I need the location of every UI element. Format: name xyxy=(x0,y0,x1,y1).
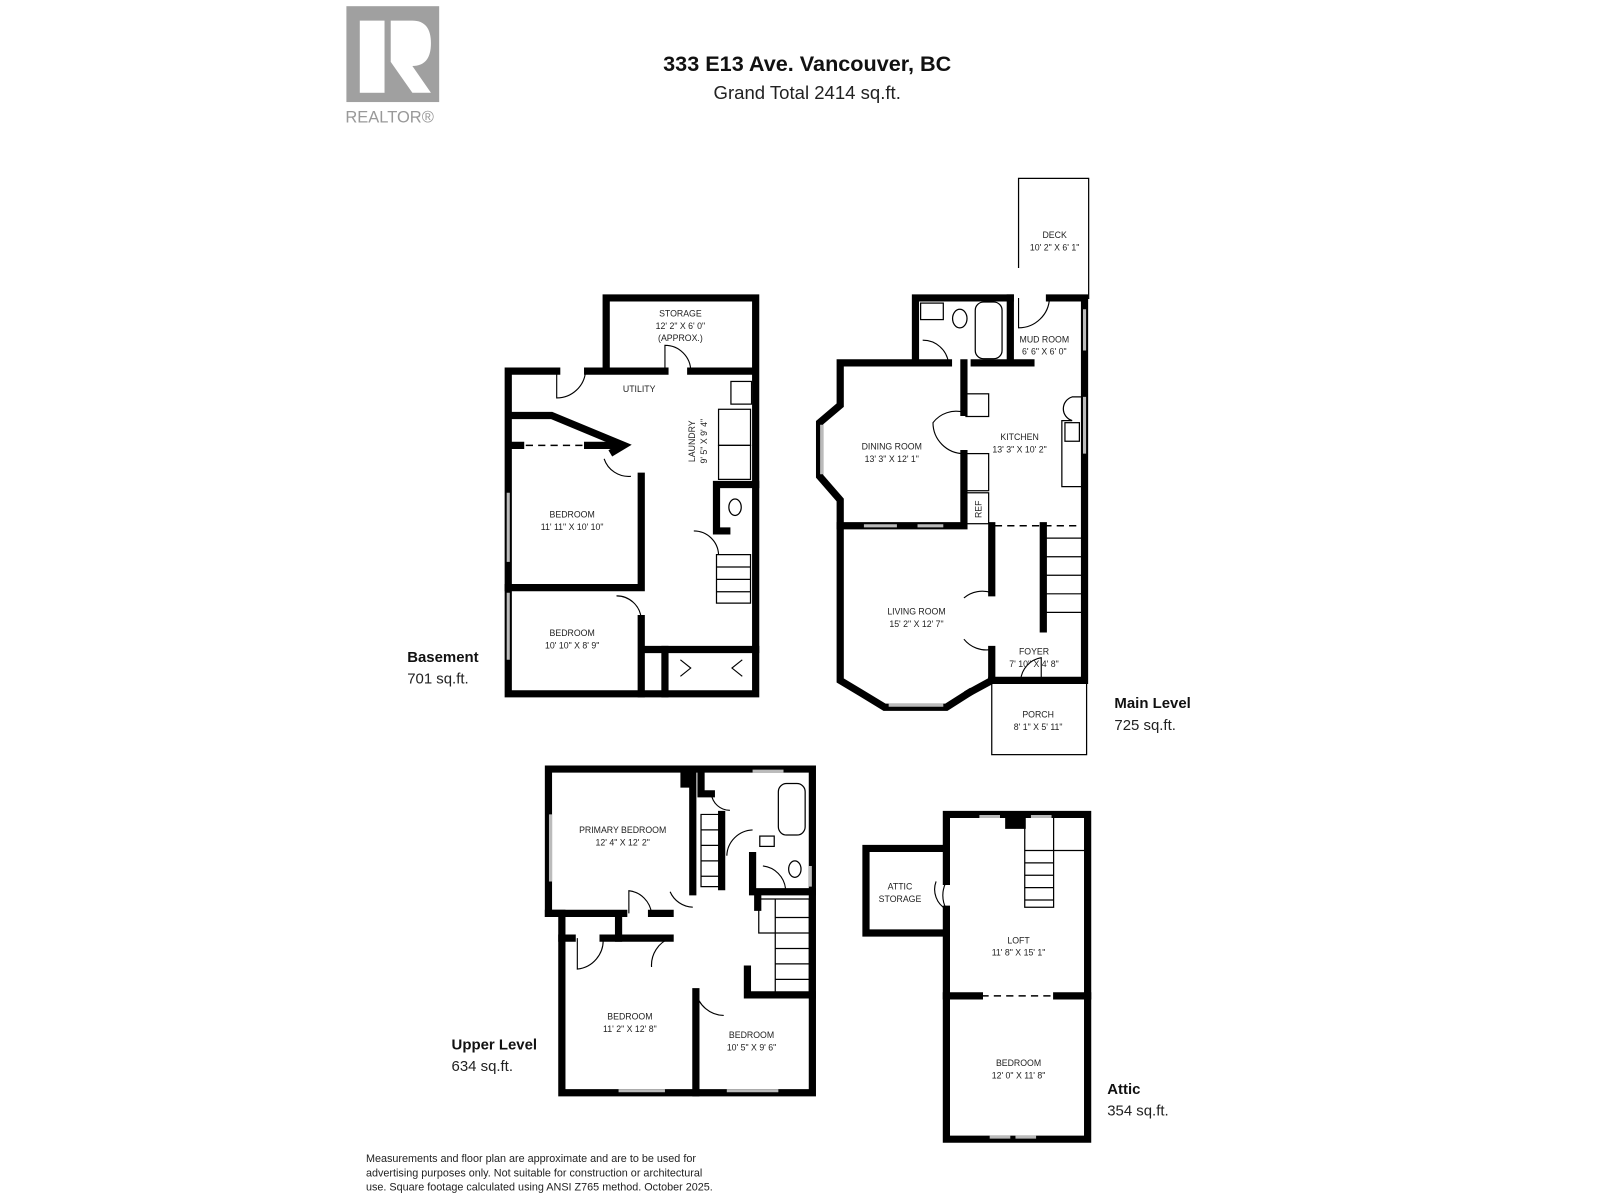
room-name: FOYER xyxy=(1019,647,1049,657)
realtor-logo-text: REALTOR® xyxy=(345,109,433,127)
room-name: KITCHEN xyxy=(1000,432,1038,442)
room-name: STORAGE xyxy=(879,894,922,904)
room-name: BEDROOM xyxy=(550,510,595,520)
room-dims: 12' 2" X 6' 0" xyxy=(656,321,705,331)
main-level-plan: DECK 10' 2" X 6' 1" MUD ROOM 6' 6" X 6' … xyxy=(815,177,1090,756)
room-name: BEDROOM xyxy=(996,1058,1041,1068)
upper-level-plan: PRIMARY BEDROOM 12' 4" X 12' 2" BEDROOM … xyxy=(544,765,816,1097)
grand-total: Grand Total 2414 sq.ft. xyxy=(714,82,901,103)
room-name: STORAGE xyxy=(659,308,702,318)
room-dims: 11' 8" X 15' 1" xyxy=(992,948,1046,958)
room-dims: 10' 5" X 9' 6" xyxy=(727,1043,776,1053)
room-dims: 12' 4" X 12' 2" xyxy=(596,837,650,847)
disclaimer-line: Measurements and floor plan are approxim… xyxy=(366,1153,696,1165)
level-area-basement: 701 sq.ft. xyxy=(407,671,468,688)
room-dims: 12' 0" X 11' 8" xyxy=(992,1070,1046,1080)
refrigerator-label: REF xyxy=(973,501,983,518)
room-name: BEDROOM xyxy=(550,628,595,638)
level-name-main: Main Level xyxy=(1114,695,1190,712)
level-name-attic: Attic xyxy=(1107,1081,1140,1098)
basement-plan: STORAGE 12' 2" X 6' 0" (APPROX.) UTILITY… xyxy=(504,294,760,698)
level-name-basement: Basement xyxy=(407,649,478,666)
disclaimer-line: use. Square footage calculated using ANS… xyxy=(366,1182,713,1194)
disclaimer-line: advertising purposes only. Not suitable … xyxy=(366,1167,702,1179)
room-dims: 11' 2" X 12' 8" xyxy=(603,1024,657,1034)
room-name: PORCH xyxy=(1022,710,1054,720)
level-area-attic: 354 sq.ft. xyxy=(1107,1102,1168,1119)
room-name: LIVING ROOM xyxy=(887,606,945,616)
room-dims: 15' 2" X 12' 7" xyxy=(889,619,943,629)
level-area-upper: 634 sq.ft. xyxy=(452,1058,513,1075)
attic-plan: ATTIC STORAGE LOFT 11' 8" X 15' 1" BEDRO… xyxy=(862,810,1092,1143)
disclaimer: Measurements and floor plan are approxim… xyxy=(366,1153,713,1194)
room-name: ATTIC xyxy=(888,882,913,892)
room-dims: 11' 11" X 10' 10" xyxy=(541,522,604,532)
level-area-main: 725 sq.ft. xyxy=(1114,717,1175,734)
room-name: UTILITY xyxy=(623,384,656,394)
room-dims: 9' 5" X 9' 4" xyxy=(699,419,709,464)
room-name: PRIMARY BEDROOM xyxy=(579,825,666,835)
room-dims: 6' 6" X 6' 0" xyxy=(1022,347,1067,357)
room-name: LAUNDRY xyxy=(687,420,697,462)
room-name: DINING ROOM xyxy=(862,441,922,451)
room-dims: 13' 3" X 12' 1" xyxy=(865,454,919,464)
room-dims: 13' 3" X 10' 2" xyxy=(992,445,1046,455)
room-name: MUD ROOM xyxy=(1020,334,1070,344)
room-dims: 10' 2" X 6' 1" xyxy=(1030,243,1079,253)
property-address: 333 E13 Ave. Vancouver, BC xyxy=(663,51,951,76)
level-name-upper: Upper Level xyxy=(452,1036,538,1053)
room-name: BEDROOM xyxy=(729,1030,774,1040)
room-note: (APPROX.) xyxy=(658,333,703,343)
room-dims: 8' 1" X 5' 11" xyxy=(1014,722,1063,732)
realtor-logo: REALTOR® xyxy=(345,6,440,127)
room-name: LOFT xyxy=(1007,935,1030,945)
room-name: BEDROOM xyxy=(607,1012,652,1022)
room-name: DECK xyxy=(1042,230,1066,240)
room-dims: 10' 10" X 8' 9" xyxy=(545,640,599,650)
room-dims: 7' 10" X 4' 8" xyxy=(1009,659,1058,669)
